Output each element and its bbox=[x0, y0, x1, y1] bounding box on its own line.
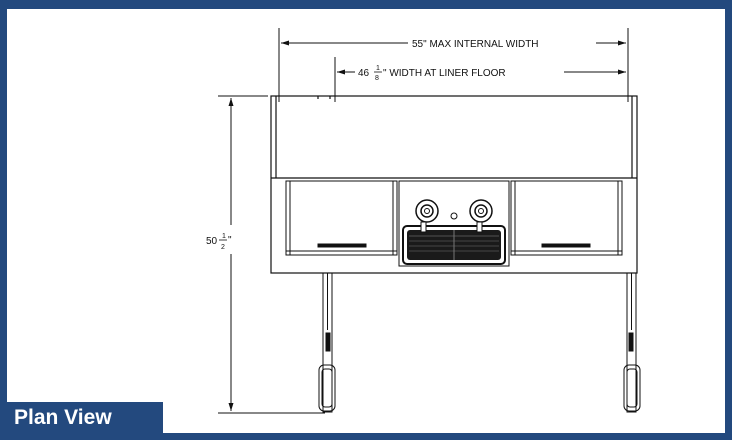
svg-text:8: 8 bbox=[375, 75, 379, 82]
liner-floor-label: 46 1 8 " WIDTH AT LINER FLOOR bbox=[358, 65, 506, 82]
right-drawer bbox=[510, 180, 623, 256]
svg-text:2: 2 bbox=[221, 244, 225, 251]
view-label: Plan View bbox=[7, 402, 163, 433]
control-panel bbox=[398, 180, 510, 267]
svg-text:" WIDTH AT LINER FLOOR: " WIDTH AT LINER FLOOR bbox=[383, 68, 506, 79]
svg-text:50: 50 bbox=[206, 236, 218, 247]
svg-text:": " bbox=[228, 235, 232, 246]
svg-text:1: 1 bbox=[376, 65, 380, 72]
left-drawer bbox=[285, 180, 398, 256]
liner-floor-dimension bbox=[334, 57, 626, 102]
max-width-label: 55" MAX INTERNAL WIDTH bbox=[412, 39, 539, 50]
svg-text:1: 1 bbox=[222, 233, 226, 240]
center-indicator-icon bbox=[450, 212, 458, 220]
height-dimension bbox=[218, 95, 325, 414]
right-leg bbox=[623, 272, 641, 413]
left-leg bbox=[318, 272, 336, 413]
left-dial-icon bbox=[415, 199, 439, 223]
cabinet-body bbox=[270, 95, 638, 274]
max-width-dimension bbox=[278, 28, 629, 102]
display-panel bbox=[402, 225, 506, 265]
svg-text:46: 46 bbox=[358, 68, 370, 79]
right-dial-icon bbox=[469, 199, 493, 223]
height-label: 50 1 2 " bbox=[206, 233, 232, 251]
